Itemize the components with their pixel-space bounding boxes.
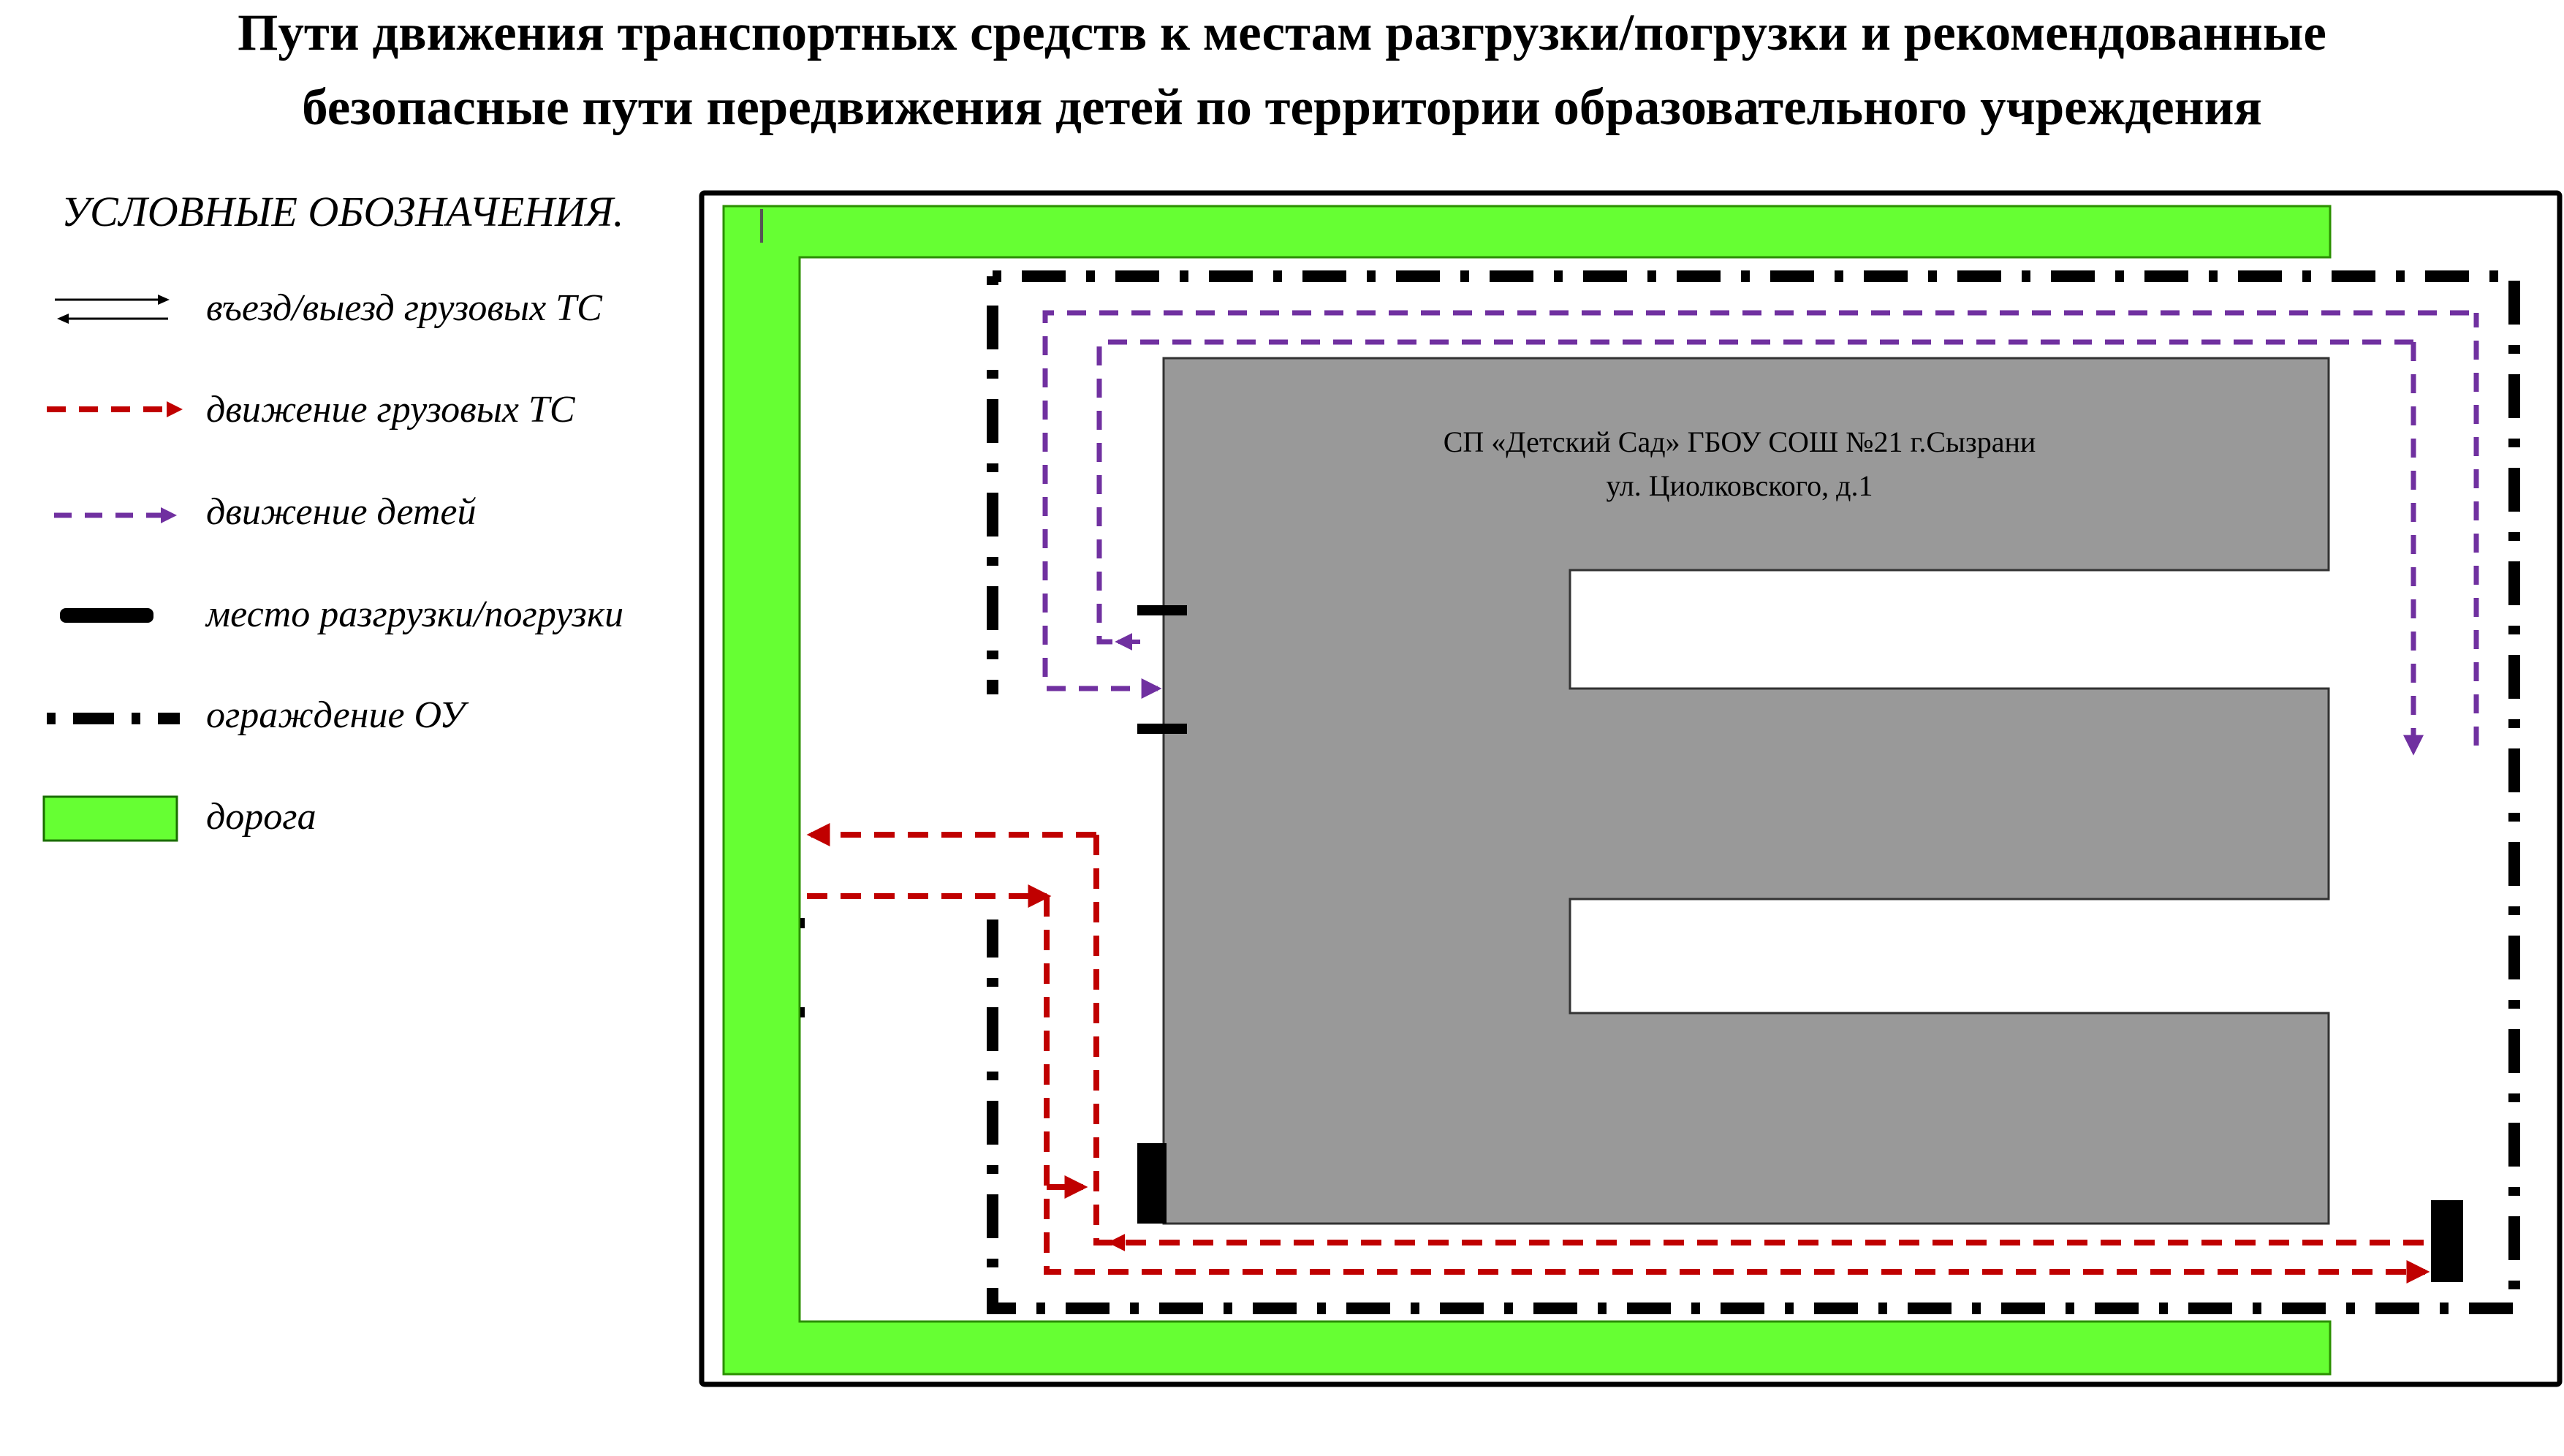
unloading-place-bar [1137, 605, 1187, 615]
truck-path [1093, 835, 2425, 1245]
legend-item-label: ограждение ОУ [206, 694, 466, 736]
legend-item-label: место разгрузки/погрузки [206, 594, 624, 635]
road [722, 205, 2332, 1376]
legend-item-label: движение детей [206, 491, 477, 533]
page-title-line-2: безопасные пути передвижения детей по те… [302, 79, 2262, 136]
unloading-place-bar [1137, 724, 1187, 734]
legend-item-label: дорога [206, 796, 316, 838]
purple-dashed-arrow-icon [54, 507, 177, 523]
red-dashed-arrow-icon [47, 401, 183, 417]
unloading-place-bar [2431, 1200, 2463, 1282]
children-path [1096, 339, 2413, 645]
black-bar-icon [60, 608, 153, 623]
building [1162, 357, 2330, 1225]
legend-item-label: въезд/выезд грузовых ТС [206, 287, 602, 329]
double-arrow-icon [55, 295, 170, 324]
unloading-place-bar [1137, 1143, 1167, 1224]
dash-dot-line-icon [47, 713, 180, 724]
building-name: СП «Детский Сад» ГБОУ СОШ №21 г.Сызрани [1444, 425, 2036, 458]
page-title-line-1: Пути движения транспортных средств к мес… [238, 4, 2326, 61]
green-rectangle-icon [42, 795, 178, 842]
legend-item-label: движение грузовых ТС [206, 389, 575, 431]
truck-path [1044, 896, 2430, 1284]
building-address: ул. Циолковского, д.1 [1607, 469, 1873, 502]
children-path [1042, 310, 2469, 699]
legend-heading: УСЛОВНЫЕ ОБОЗНАЧЕНИЯ. [61, 188, 624, 235]
